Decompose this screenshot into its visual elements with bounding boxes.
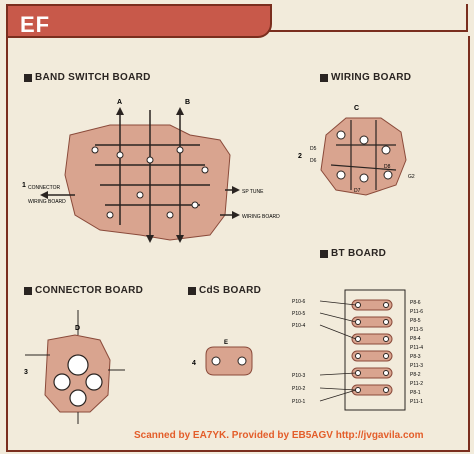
connector-board-diagram: D 3 — [24, 310, 125, 424]
svg-text:D7: D7 — [354, 188, 361, 194]
svg-text:D5: D5 — [310, 146, 317, 152]
bullet-square-icon — [320, 73, 328, 82]
svg-text:P10-1: P10-1 — [292, 399, 306, 405]
svg-text:P11-3: P11-3 — [410, 363, 423, 369]
svg-text:P10-5: P10-5 — [292, 311, 306, 317]
svg-text:A: A — [117, 99, 122, 106]
svg-text:P8-4: P8-4 — [410, 336, 421, 342]
header-rule-right — [466, 4, 468, 32]
svg-text:P8-6: P8-6 — [410, 300, 421, 306]
connector-title: CONNECTOR BOARD — [24, 285, 143, 296]
cds-board-diagram: E 4 — [192, 340, 253, 376]
svg-text:CONNECTOR: CONNECTOR — [28, 185, 61, 191]
svg-text:WIRING BOARD: WIRING BOARD — [28, 199, 66, 205]
svg-text:D: D — [75, 325, 80, 332]
bullet-square-icon — [188, 286, 196, 295]
svg-text:P11-4: P11-4 — [410, 345, 423, 351]
svg-text:WIRING BOARD: WIRING BOARD — [242, 214, 280, 220]
bt-title: BT BOARD — [320, 248, 386, 259]
svg-text:4: 4 — [192, 360, 196, 367]
svg-text:P10-2: P10-2 — [292, 386, 306, 392]
svg-text:P11-2: P11-2 — [410, 381, 423, 387]
svg-text:G2: G2 — [408, 174, 415, 180]
svg-text:P10-6: P10-6 — [292, 299, 306, 305]
header-label: EF — [20, 12, 51, 37]
svg-text:P8-5: P8-5 — [410, 318, 421, 324]
svg-text:C: C — [354, 105, 359, 112]
svg-text:D8: D8 — [384, 164, 391, 170]
svg-text:1: 1 — [22, 182, 26, 189]
bullet-square-icon — [24, 286, 32, 295]
wiring-board-diagram: C 2 D5 D6 D7 D8 G2 — [298, 105, 415, 196]
svg-text:2: 2 — [298, 153, 302, 160]
svg-text:3: 3 — [24, 369, 28, 376]
page-frame — [6, 36, 470, 452]
bt-board-diagram: P10-6 P10-5 P10-4 P10-3 P10-2 P10-1 P8-6… — [292, 289, 423, 411]
svg-text:P8-1: P8-1 — [410, 390, 421, 396]
bullet-square-icon — [24, 73, 32, 82]
svg-text:E: E — [224, 340, 228, 346]
scan-credit: Scanned by EA7YK. Provided by EB5AGV htt… — [134, 430, 424, 441]
svg-text:P11-5: P11-5 — [410, 327, 423, 333]
band-switch-board-diagram: A B 1 CONNECTOR WIRING BOARD SP TUNE WIR… — [22, 99, 280, 243]
header-rule — [268, 30, 468, 32]
header-banner: EF — [6, 4, 272, 38]
wiring-title: WIRING BOARD — [320, 72, 411, 83]
bullet-square-icon — [320, 249, 328, 258]
svg-text:D6: D6 — [310, 158, 317, 164]
svg-text:B: B — [185, 99, 190, 106]
svg-text:P11-1: P11-1 — [410, 399, 423, 405]
cds-title: CdS BOARD — [188, 285, 261, 296]
svg-text:P10-4: P10-4 — [292, 323, 306, 329]
svg-text:P8-3: P8-3 — [410, 354, 421, 360]
band-switch-title: BAND SWITCH BOARD — [24, 72, 151, 83]
svg-text:P10-3: P10-3 — [292, 373, 306, 379]
svg-text:P11-6: P11-6 — [410, 309, 423, 315]
svg-text:P8-2: P8-2 — [410, 372, 421, 378]
svg-text:SP TUNE: SP TUNE — [242, 189, 264, 195]
